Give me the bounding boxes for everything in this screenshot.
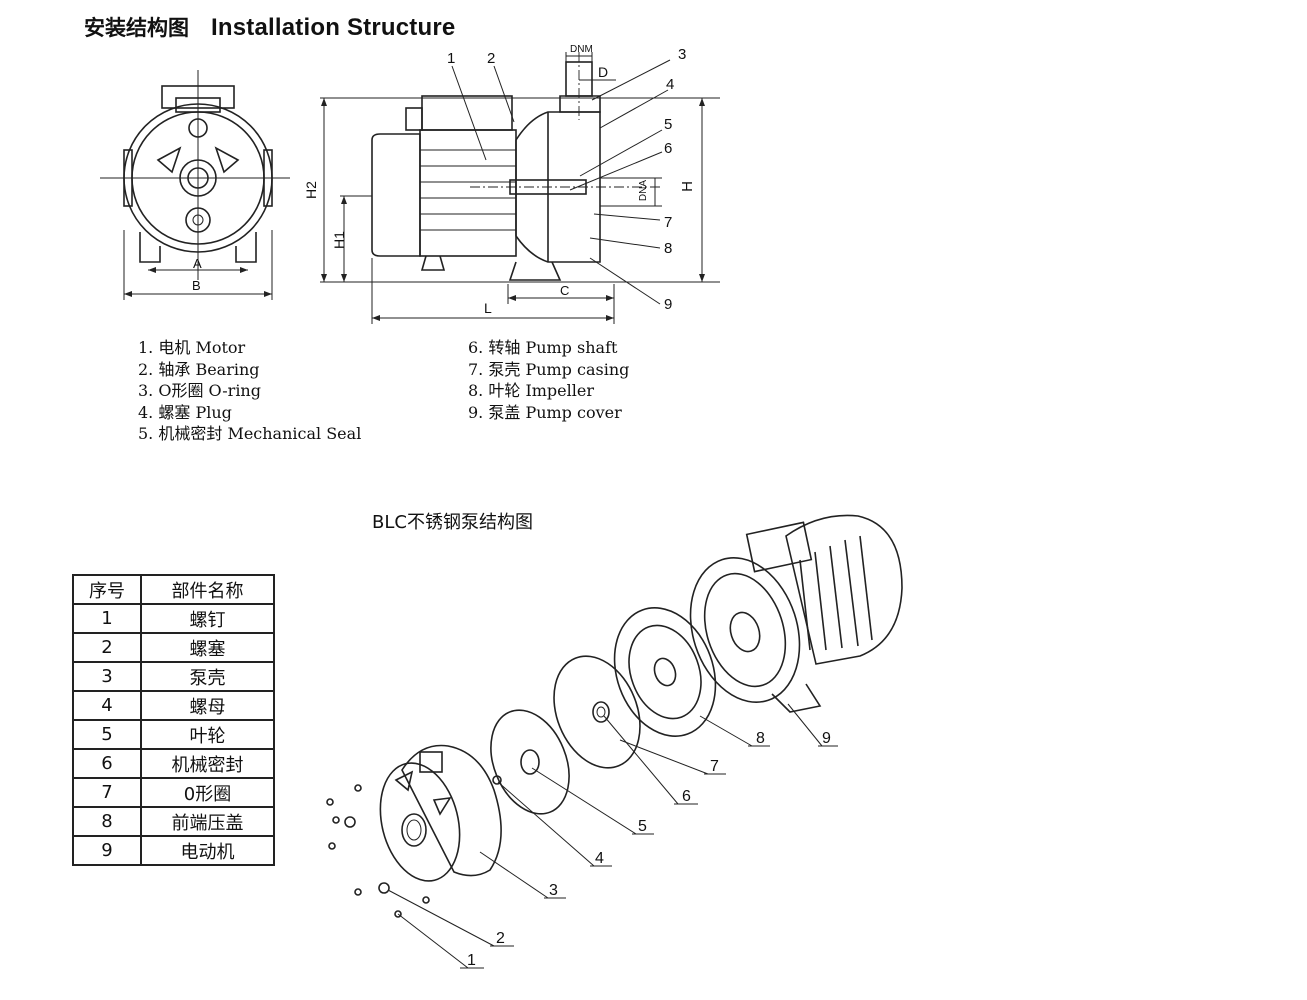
table-cell-name: 电动机 bbox=[140, 835, 275, 866]
exploded-seal bbox=[592, 701, 610, 723]
table-cell-name: 0形圈 bbox=[140, 777, 275, 808]
callout-exploded-4: 4 bbox=[595, 850, 604, 867]
exploded-view-title: BLC不锈钢泵结构图 bbox=[372, 512, 533, 533]
table-cell-no: 2 bbox=[72, 632, 142, 663]
callout-exploded-7: 7 bbox=[710, 758, 719, 775]
callout-exploded-2: 2 bbox=[496, 930, 505, 947]
legend-item-pump-cover: 9. 泵盖 Pump cover bbox=[468, 402, 622, 422]
table-cell-no: 1 bbox=[72, 603, 142, 634]
table-cell-no: 3 bbox=[72, 661, 142, 692]
dim-label-d: D bbox=[598, 64, 609, 80]
table-cell-name: 叶轮 bbox=[140, 719, 275, 750]
page-title-en: Installation Structure bbox=[211, 14, 456, 41]
callout-exploded-9: 9 bbox=[822, 730, 831, 747]
callout-side-5: 5 bbox=[664, 116, 673, 133]
dim-label-h: H bbox=[678, 181, 696, 192]
dim-label-dnm: DNM bbox=[570, 44, 593, 55]
table-cell-no: 4 bbox=[72, 690, 142, 721]
exploded-nut bbox=[492, 775, 502, 785]
legend-item-bearing: 2. 轴承 Bearing bbox=[138, 359, 260, 379]
callout-exploded-8: 8 bbox=[756, 730, 765, 747]
pump-front-view bbox=[100, 70, 290, 300]
table-header-row: 序号 部件名称 bbox=[72, 574, 275, 605]
page-title: 安装结构图 Installation Structure bbox=[84, 12, 455, 42]
table-cell-no: 5 bbox=[72, 719, 142, 750]
legend-item-mechanical-seal: 5. 机械密封 Mechanical Seal bbox=[138, 424, 362, 443]
legend-left: 1. 电机 Motor 2. 轴承 Bearing 3. O形圈 O-ring … bbox=[138, 337, 361, 445]
callout-side-4: 4 bbox=[666, 76, 675, 93]
table-cell-name: 机械密封 bbox=[140, 748, 275, 779]
callout-side-3: 3 bbox=[678, 46, 687, 63]
legend-item-impeller: 8. 叶轮 Impeller bbox=[468, 381, 594, 400]
callout-exploded-3: 3 bbox=[549, 882, 558, 899]
exploded-view bbox=[326, 514, 903, 969]
callout-side-2: 2 bbox=[487, 50, 496, 67]
legend-item-oring: 3. O形圈 O-ring bbox=[138, 381, 261, 400]
dim-label-a: A bbox=[193, 256, 202, 271]
exploded-bolts bbox=[326, 784, 430, 918]
dim-label-l: L bbox=[484, 300, 492, 316]
callout-side-1: 1 bbox=[447, 50, 456, 67]
exploded-front-cover bbox=[613, 607, 717, 737]
dim-label-c: C bbox=[560, 283, 570, 298]
legend-right: 6. 转轴 Pump shaft 7. 泵壳 Pump casing 8. 叶轮… bbox=[468, 337, 629, 423]
dim-label-h1: H1 bbox=[330, 231, 347, 249]
legend-item-motor: 1. 电机 Motor bbox=[138, 338, 246, 357]
table-cell-name: 螺母 bbox=[140, 690, 275, 721]
page-title-cn: 安装结构图 bbox=[84, 16, 189, 40]
table-cell-name: 前端压盖 bbox=[140, 806, 275, 837]
callout-exploded-6: 6 bbox=[682, 788, 691, 805]
exploded-oring bbox=[553, 655, 641, 769]
callout-side-9: 9 bbox=[664, 296, 673, 313]
table-cell-no: 7 bbox=[72, 777, 142, 808]
pump-side-view bbox=[320, 52, 720, 324]
callout-side-8: 8 bbox=[664, 240, 673, 257]
dim-label-dna: DNA bbox=[638, 179, 650, 202]
table-header-name: 部件名称 bbox=[140, 574, 275, 605]
table-cell-name: 螺塞 bbox=[140, 632, 275, 663]
table-cell-no: 6 bbox=[72, 748, 142, 779]
exploded-motor bbox=[689, 514, 903, 713]
callout-side-7: 7 bbox=[664, 214, 673, 231]
table-cell-no: 8 bbox=[72, 806, 142, 837]
table-cell-name: 螺钉 bbox=[140, 603, 275, 634]
table-cell-no: 9 bbox=[72, 835, 142, 866]
callout-side-6: 6 bbox=[664, 140, 673, 157]
legend-item-plug: 4. 螺塞 Plug bbox=[138, 402, 232, 422]
legend-item-pump-casing: 7. 泵壳 Pump casing bbox=[468, 359, 630, 379]
dim-label-b: B bbox=[192, 278, 201, 293]
callout-exploded-1: 1 bbox=[467, 952, 476, 969]
table-cell-name: 泵壳 bbox=[140, 661, 275, 692]
exploded-impeller bbox=[490, 709, 570, 815]
dim-label-h2: H2 bbox=[302, 181, 319, 199]
table-header-no: 序号 bbox=[72, 574, 142, 605]
exploded-casing bbox=[379, 744, 502, 882]
callout-exploded-5: 5 bbox=[638, 818, 647, 835]
legend-item-pump-shaft: 6. 转轴 Pump shaft bbox=[468, 338, 618, 357]
